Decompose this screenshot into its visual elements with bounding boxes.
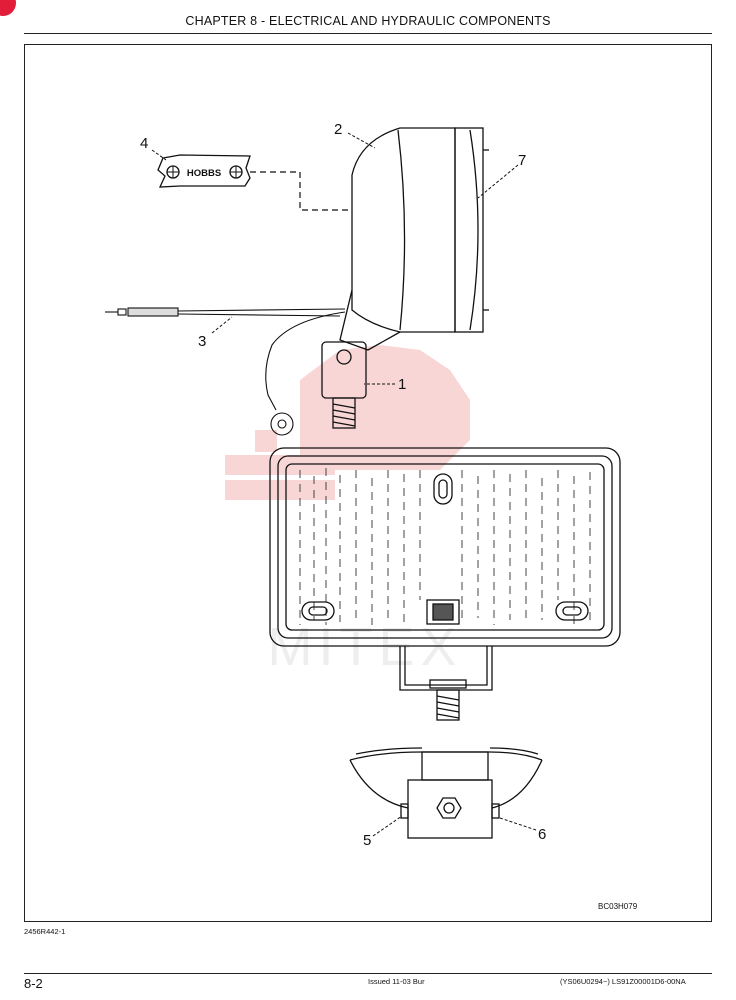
footer-rule: [24, 973, 712, 974]
work-lamp-side-view: [321, 127, 489, 429]
callout-leaders: [151, 132, 537, 837]
chapter-header: CHAPTER 8 - ELECTRICAL AND HYDRAULIC COM…: [185, 14, 551, 28]
document-reference: 2456R442-1: [24, 927, 66, 936]
callout-3: 3: [198, 333, 206, 350]
callout-4: 4: [140, 135, 148, 152]
page-number: 8-2: [24, 976, 43, 991]
watermark-text: MITEX: [267, 617, 462, 677]
figure-code: BC03H079: [598, 902, 638, 911]
serial-reference: (YS06U0294~) LS91Z00001D6-00NA: [560, 977, 686, 986]
hour-meter-plate: HOBBS: [157, 154, 251, 188]
callout-1: 1: [398, 376, 406, 393]
wiring-harness: [105, 307, 346, 436]
corner-badge: [0, 0, 16, 16]
callout-2: 2: [334, 121, 342, 138]
hobbs-label: HOBBS: [187, 168, 221, 179]
figure-frame: [24, 44, 712, 922]
header-rule: [24, 33, 712, 34]
callout-7: 7: [518, 152, 526, 169]
dashed-leader: [250, 171, 352, 211]
mounting-bracket-detail: [349, 747, 543, 839]
callout-5: 5: [363, 832, 371, 849]
work-lamp-front-view: [269, 447, 621, 721]
watermark-logo: MITEX: [225, 345, 470, 677]
callout-6: 6: [538, 826, 546, 843]
issue-info: Issued 11-03 Bur: [368, 977, 425, 986]
callouts: 2 4 7 3 1 5 6: [140, 121, 546, 849]
